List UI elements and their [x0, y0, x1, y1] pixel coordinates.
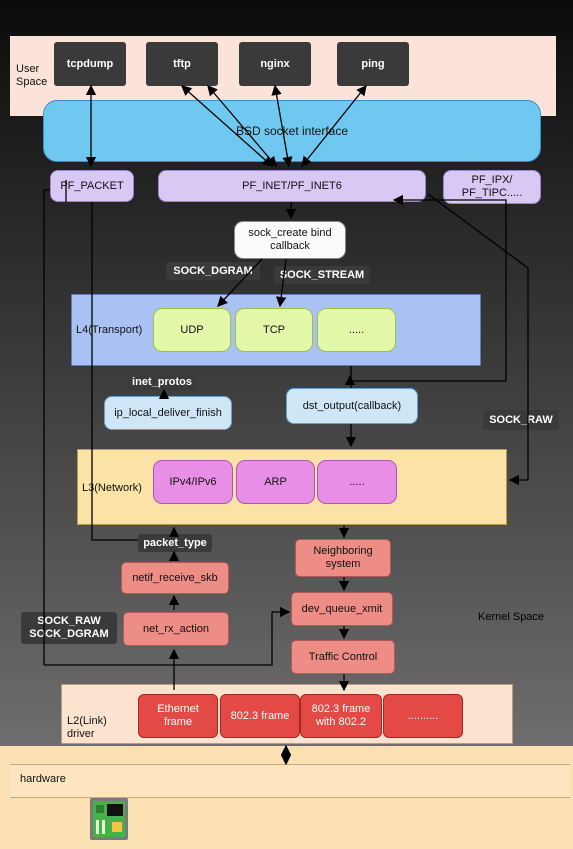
pf-inet-box: PF_INET/PF_INET6 — [158, 170, 426, 202]
frame-8023-8022-box: 802.3 frame with 802.2 — [300, 694, 382, 738]
sock-stream-tag: SOCK_STREAM — [274, 266, 370, 284]
sock-raw-dgram-tag: SOCK_RAW SOCK_DGRAM — [21, 612, 117, 644]
link-label: L2(Link) driver — [67, 715, 107, 740]
pf-packet-box: PF_PACKET — [50, 170, 134, 202]
arp-box: ARP — [236, 460, 315, 504]
net-rx-action-box: net_rx_action — [123, 612, 229, 646]
inet-protos-tag: inet_protos — [128, 374, 196, 390]
dst-output-box: dst_output(callback) — [286, 388, 418, 424]
dev-queue-xmit-box: dev_queue_xmit — [291, 592, 393, 626]
frame-8023-box: 802.3 frame — [220, 694, 300, 738]
hardware-label: hardware — [20, 773, 66, 785]
app-tcpdump: tcpdump — [54, 42, 126, 86]
transport-more-box: ..... — [317, 308, 396, 352]
sock-dgram-tag: SOCK_DGRAM — [166, 262, 260, 280]
user-space-label: User Space — [16, 63, 48, 88]
app-ping: ping — [337, 42, 409, 86]
app-nginx: nginx — [239, 42, 311, 86]
sock-raw-tag: SOCK_RAW — [483, 410, 559, 430]
sock-create-box: sock_create bind callback — [234, 221, 346, 259]
link-more-box: .......... — [383, 694, 463, 738]
traffic-control-box: Traffic Control — [291, 640, 395, 674]
kernel-space-label: Kernel Space — [478, 611, 545, 623]
app-tftp: tftp — [146, 42, 218, 86]
ip-local-deliver-finish-box: ip_local_deliver_finish — [104, 396, 232, 430]
packet-type-tag: packet_type — [138, 534, 212, 552]
ipv4-ipv6-box: IPv4/IPv6 — [153, 460, 233, 504]
udp-box: UDP — [153, 308, 231, 352]
neighboring-system-box: Neighboring system — [295, 539, 391, 577]
netif-receive-skb-box: netif_receive_skb — [121, 562, 229, 594]
tcp-box: TCP — [235, 308, 313, 352]
network-label: L3(Network) — [82, 482, 142, 494]
pf-ipx-box: PF_IPX/ PF_TIPC..... — [443, 170, 541, 204]
ethernet-frame-box: Ethernet frame — [138, 694, 218, 738]
network-more-box: ..... — [317, 460, 397, 504]
network-card-icon — [90, 796, 128, 842]
